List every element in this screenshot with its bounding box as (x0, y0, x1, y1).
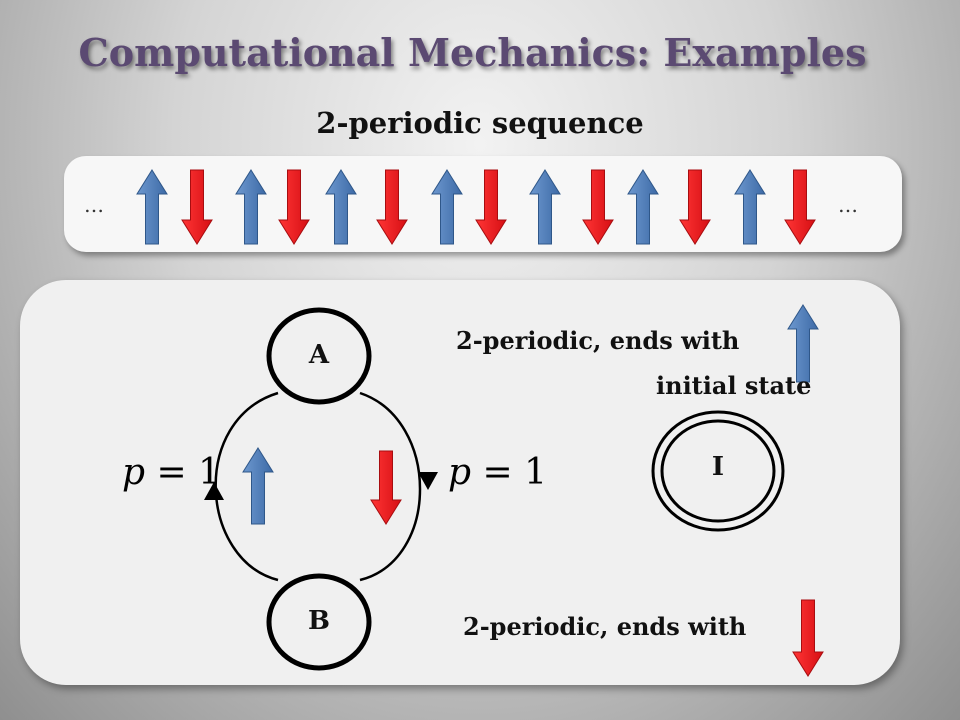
state-i-inner-ring (660, 419, 776, 523)
state-b-end-symbol-arrow (792, 599, 824, 677)
state-a-node (266, 307, 372, 405)
sequence-arrow-up (431, 169, 463, 245)
state-a-label: A (308, 340, 330, 370)
sequence-arrow-up (235, 169, 267, 245)
transition-a-to-b (359, 391, 422, 582)
initial-state-caption: initial state (656, 371, 812, 400)
sequence-arrow-down (376, 169, 408, 245)
state-b-label: B (308, 606, 330, 636)
state-a-description: 2-periodic, ends with (456, 326, 740, 355)
left-prob-value: 1 (198, 452, 222, 493)
sequence-arrow-up (325, 169, 357, 245)
page-title: Computational Mechanics: Examples (78, 30, 867, 75)
sequence-arrow-down (784, 169, 816, 245)
ellipsis-right: … (838, 193, 858, 217)
sequence-heading: 2-periodic sequence (316, 106, 644, 140)
right-prob-value: 1 (524, 452, 548, 493)
right-transition-probability: p = 1 (448, 452, 548, 493)
transition-b-to-a-arrowhead (204, 482, 224, 500)
state-b-description: 2-periodic, ends with (463, 612, 747, 641)
sequence-arrow-up (529, 169, 561, 245)
sequence-arrow-up (734, 169, 766, 245)
sequence-arrows (136, 169, 816, 245)
sequence-arrow-down (582, 169, 614, 245)
sequence-arrow-down (679, 169, 711, 245)
diagram-symbol-arrows (242, 304, 824, 677)
sequence-arrow-down (278, 169, 310, 245)
state-i-outer-ring (651, 410, 785, 532)
state-b-node (266, 573, 372, 671)
left-transition-probability: p = 1 (122, 452, 222, 493)
state-a-end-symbol-arrow (787, 304, 819, 383)
sequence-arrow-up (627, 169, 659, 245)
transition-b-to-a (214, 391, 279, 582)
ellipsis-left: … (84, 193, 104, 217)
transition-a-to-b-arrowhead (418, 472, 438, 490)
left-transition-symbol-arrow (242, 447, 274, 525)
right-transition-symbol-arrow (370, 450, 402, 525)
sequence-arrow-up (136, 169, 168, 245)
state-i-label: I (711, 452, 725, 482)
sequence-arrow-down (181, 169, 213, 245)
sequence-arrow-down (475, 169, 507, 245)
machine-panel (20, 280, 900, 685)
